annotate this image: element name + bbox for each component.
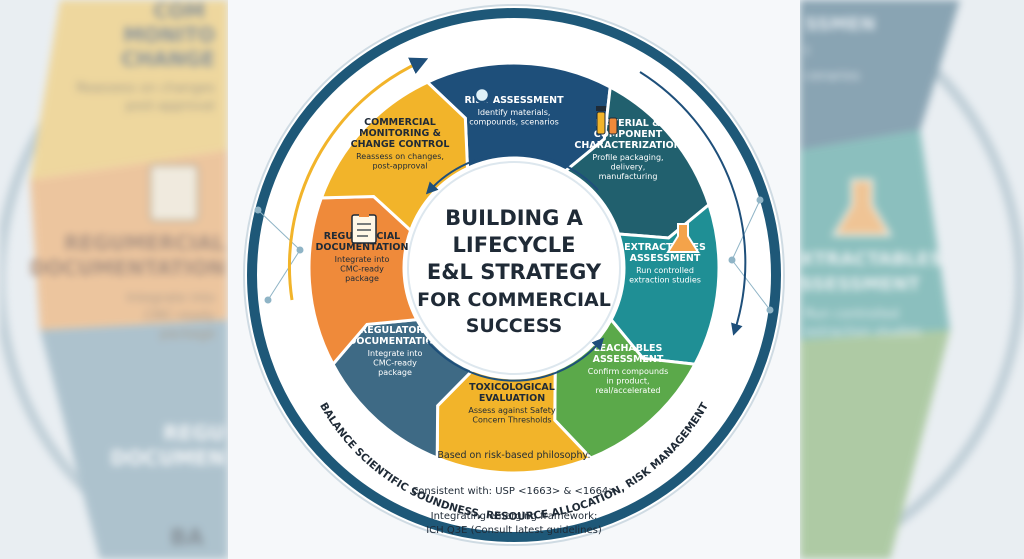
segment-4-desc-3: real/accelerated bbox=[596, 386, 661, 395]
segments-group: RISK ASSESSMENT Identify materials,compou… bbox=[307, 61, 721, 475]
right-side-sub-1: Run controlled bbox=[805, 307, 899, 322]
center-arrow-top bbox=[425, 152, 599, 195]
segment-6-desc-2: CMC-ready bbox=[373, 359, 417, 368]
left-side-sub-1: Reassess on changes bbox=[76, 81, 215, 96]
left-side-word-7: DOCUMEN bbox=[110, 446, 225, 470]
center-circle bbox=[407, 161, 621, 375]
left-side-sub-5: package bbox=[160, 327, 215, 342]
right-side-word-4: XTRACTABLES bbox=[800, 249, 942, 270]
segment-7-desc-3: package bbox=[345, 274, 379, 283]
magnifier-icon bbox=[473, 86, 496, 109]
segment-4-title-2: ASSESSMENT bbox=[593, 354, 664, 365]
segment-4-desc-2: in product, bbox=[606, 377, 649, 386]
left-side-word-3: CHANGE bbox=[121, 47, 215, 71]
segment-2-desc-3: manufacturing bbox=[599, 172, 658, 181]
vials-icon bbox=[596, 106, 618, 135]
lifecycle-wheel: RISK ASSESSMENT Identify materials,compou… bbox=[243, 4, 785, 546]
segment-3-title-2: ASSESSMENT bbox=[630, 253, 701, 264]
right-side-word-2: t bbox=[805, 44, 810, 59]
segment-4-desc-1: Confirm compounds bbox=[588, 367, 669, 376]
segment-4-title-1: LEACHABLES bbox=[594, 343, 663, 354]
segment-8-desc-2: post-approval bbox=[372, 162, 427, 171]
segment-8-desc-1: Reassess on changes, bbox=[356, 152, 444, 161]
segment-3-desc-1: Run controlled bbox=[636, 266, 694, 275]
segment-8-title-1: COMMERCIAL bbox=[364, 117, 436, 128]
segment-7-title-2: DOCUMENTATION bbox=[316, 242, 409, 253]
title-line-2: LIFECYCLE bbox=[453, 233, 576, 257]
clipboard-icon bbox=[351, 211, 377, 244]
consistent-text: Consistent with: USP <1663> & <1664> bbox=[411, 486, 616, 497]
left-side-word-5: DOCUMENTATION bbox=[29, 256, 225, 280]
orbit-arrow-left bbox=[287, 57, 429, 301]
right-side-sub-2: extraction studies bbox=[805, 325, 922, 340]
ich-text: ICH Q3E (Consult latest guidelines) bbox=[426, 525, 602, 536]
philosophy-text: Based on risk-based philosophy: bbox=[437, 450, 590, 461]
emerging-text: Integrating emerging framework: bbox=[431, 511, 598, 522]
center-arrow-bottom bbox=[427, 337, 604, 382]
segment-6-title-1: REGULATORY bbox=[360, 325, 430, 336]
right-blurred-background: SSMEN t cenarios XTRACTABLES SSESSMENT R… bbox=[800, 0, 1024, 559]
right-side-word-5: SSESSMENT bbox=[800, 274, 921, 295]
segment-2-title-3: CHARACTERIZATION bbox=[574, 140, 681, 151]
title-line-4: FOR COMMERCIAL bbox=[417, 289, 611, 311]
left-side-word-4: REGUMERCIAL bbox=[64, 231, 225, 255]
title-line-3: E&L STRATEGY bbox=[427, 260, 602, 284]
segment-3-desc-2: extraction studies bbox=[629, 276, 701, 285]
left-side-sub-2: post-approval bbox=[125, 99, 215, 114]
segment-1-desc-1: Identify materials, bbox=[478, 108, 551, 117]
infographic-panel: RISK ASSESSMENT Identify materials,compou… bbox=[228, 0, 800, 559]
segment-5-title-2: EVALUATION bbox=[479, 393, 545, 404]
segment-8-title-2: MONITORING & bbox=[359, 128, 441, 139]
segment-3-title-1: EXTRACTABLES bbox=[624, 242, 706, 253]
segment-7-desc-2: CMC-ready bbox=[340, 265, 384, 274]
segment-2-title-2: COMPONENT bbox=[594, 129, 663, 140]
segment-6-desc-3: package bbox=[378, 368, 412, 377]
segment-1-desc-2: compounds, scenarios bbox=[469, 118, 559, 127]
left-side-sub-3: Integrate into bbox=[126, 291, 215, 306]
segment-2-title-1: MATERIAL & bbox=[596, 118, 661, 129]
segment-2-desc-1: Profile packaging, bbox=[592, 153, 663, 162]
left-side-sub-4: CMC-ready bbox=[144, 309, 215, 324]
left-side-word-1: COM bbox=[153, 0, 205, 23]
right-side-word-1: SSMEN bbox=[805, 14, 875, 35]
left-side-word-8: BA bbox=[170, 526, 204, 551]
segment-7-desc-1: Integrate into bbox=[335, 255, 390, 264]
network-decoration bbox=[254, 196, 774, 314]
segment-5-desc-2: Concern Thresholds bbox=[472, 416, 551, 425]
segment-1-title-1: RISK ASSESSMENT bbox=[464, 95, 564, 106]
segment-2-desc-2: delivery, bbox=[611, 163, 646, 172]
segment-6-title-2: DOCUMENTATION bbox=[349, 336, 442, 347]
orbit-arrow-right bbox=[639, 71, 747, 336]
title-line-1: BUILDING A bbox=[445, 206, 584, 230]
left-side-word-6: REGU bbox=[163, 421, 225, 445]
segment-5-title-1: TOXICOLOGICAL bbox=[469, 382, 555, 393]
segment-8-title-3: CHANGE CONTROL bbox=[351, 139, 450, 150]
left-side-word-2: MONITO bbox=[123, 23, 215, 47]
segment-5-desc-1: Assess against Safety bbox=[468, 406, 555, 415]
flask-icon bbox=[666, 223, 700, 253]
left-blurred-background: COM MONITO CHANGE Reassess on changes po… bbox=[0, 0, 228, 559]
segment-6-desc-1: Integrate into bbox=[368, 349, 423, 358]
right-side-word-3: cenarios bbox=[805, 69, 860, 84]
title-line-5: SUCCESS bbox=[466, 315, 563, 337]
outer-ring bbox=[247, 8, 781, 542]
